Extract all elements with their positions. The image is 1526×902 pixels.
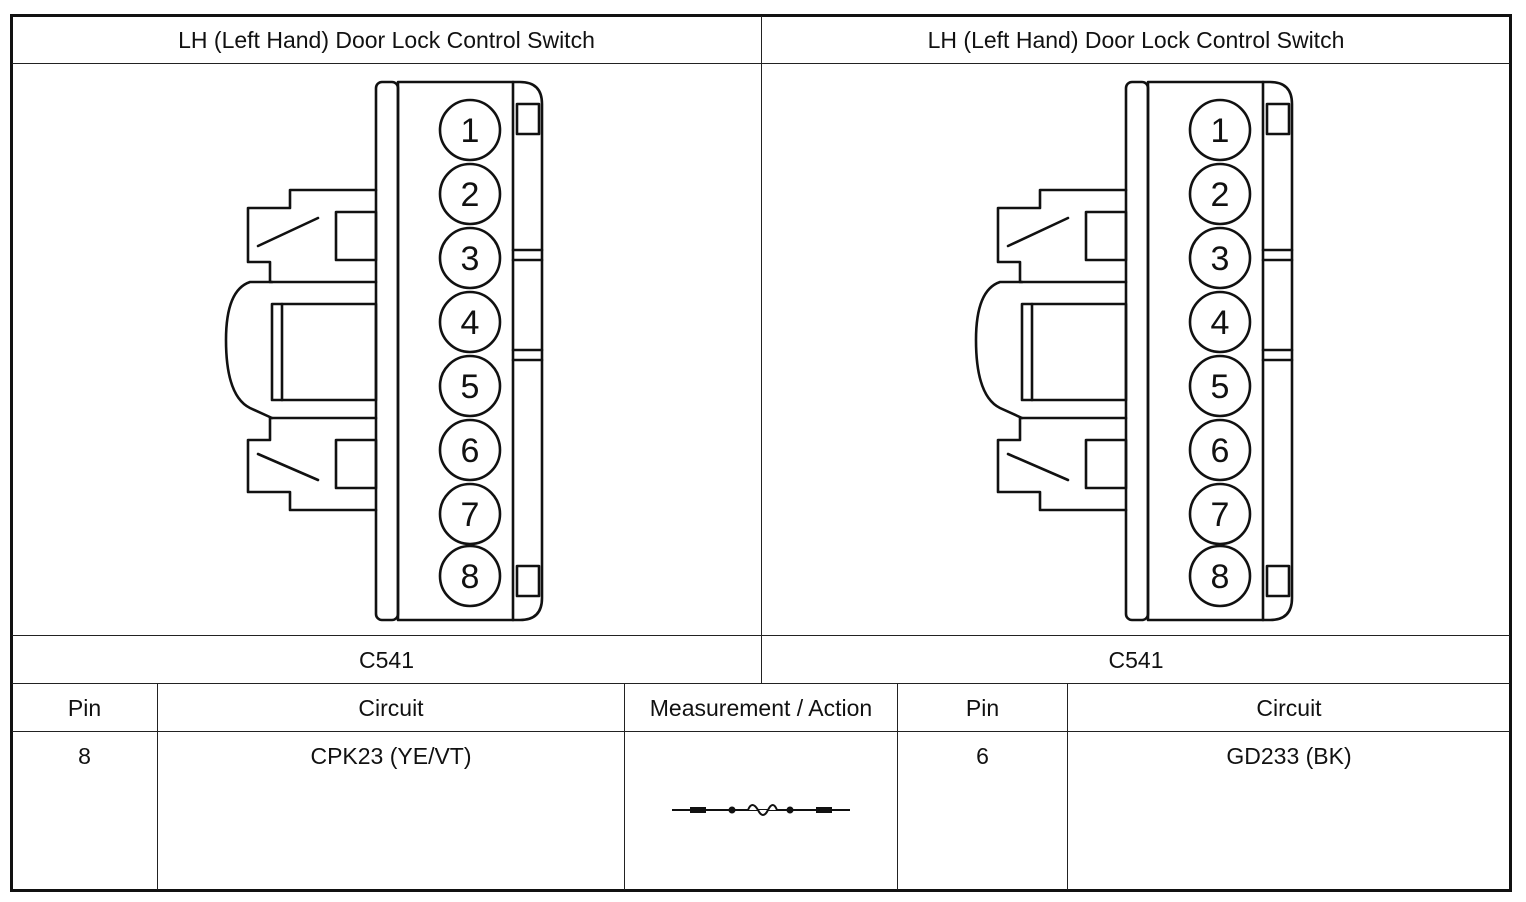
- pin-number: 1: [1211, 112, 1230, 150]
- pin-3: 3: [438, 226, 502, 290]
- pin-number: 5: [461, 368, 480, 406]
- pin-number: 4: [461, 304, 480, 342]
- latch-mechanism: [224, 188, 378, 512]
- latch-mechanism: [974, 188, 1128, 512]
- pin-5: 5: [1188, 354, 1252, 418]
- pin-7: 7: [438, 482, 502, 546]
- pin-7: 7: [1188, 482, 1252, 546]
- pin-number: 4: [1211, 304, 1230, 342]
- pin-6: 6: [1188, 418, 1252, 482]
- pin-number: 3: [1211, 240, 1230, 278]
- connector-id-right: C541: [1108, 647, 1164, 673]
- pin-3: 3: [1188, 226, 1252, 290]
- pin-6: 6: [438, 418, 502, 482]
- pin-number: 8: [461, 558, 480, 596]
- header-circuit-a: Circuit: [358, 695, 424, 721]
- pin-number: 2: [461, 176, 480, 214]
- pin-4: 4: [438, 290, 502, 354]
- column-divider: [624, 684, 625, 890]
- pin-number: 7: [461, 496, 480, 534]
- pin-2: 2: [438, 162, 502, 226]
- header-pin-a: Pin: [67, 695, 102, 721]
- header-pin-b: Pin: [965, 695, 1000, 721]
- header-circuit-b: Circuit: [1256, 695, 1322, 721]
- pin-1: 1: [438, 98, 502, 162]
- pin-number: 3: [461, 240, 480, 278]
- pin-number: 7: [1211, 496, 1230, 534]
- pin-1: 1: [1188, 98, 1252, 162]
- pin-8: 8: [1188, 544, 1252, 608]
- resistance-measurement-symbol-icon: [672, 804, 850, 816]
- pin-2: 2: [1188, 162, 1252, 226]
- column-divider: [1067, 684, 1068, 890]
- cell-pin-b: 6: [976, 743, 989, 769]
- column-divider: [761, 16, 762, 684]
- cell-circuit-b: GD233 (BK): [1226, 743, 1352, 769]
- pin-4: 4: [1188, 290, 1252, 354]
- connector-title-right: LH (Left Hand) Door Lock Control Switch: [927, 27, 1345, 53]
- pin-number: 2: [1211, 176, 1230, 214]
- pin-number: 1: [461, 112, 480, 150]
- header-measurement: Measurement / Action: [649, 695, 873, 721]
- pin-number: 8: [1211, 558, 1230, 596]
- column-divider: [897, 684, 898, 890]
- row-divider: [12, 731, 1510, 732]
- column-divider: [157, 684, 158, 890]
- pin-number: 5: [1211, 368, 1230, 406]
- pinout-table: [10, 14, 1512, 892]
- pin-8: 8: [438, 544, 502, 608]
- pin-5: 5: [438, 354, 502, 418]
- connector-id-left: C541: [359, 647, 414, 673]
- connector-face-right: 1 2 3 4 5 6 7 8: [974, 80, 1294, 622]
- cell-pin-a: 8: [78, 743, 91, 769]
- pin-number: 6: [1211, 432, 1230, 470]
- connector-title-left: LH (Left Hand) Door Lock Control Switch: [178, 27, 595, 53]
- pin-number: 6: [461, 432, 480, 470]
- cell-circuit-a: CPK23 (YE/VT): [310, 743, 472, 769]
- connector-face-left: 1 2 3 4 5 6 7 8: [224, 80, 544, 622]
